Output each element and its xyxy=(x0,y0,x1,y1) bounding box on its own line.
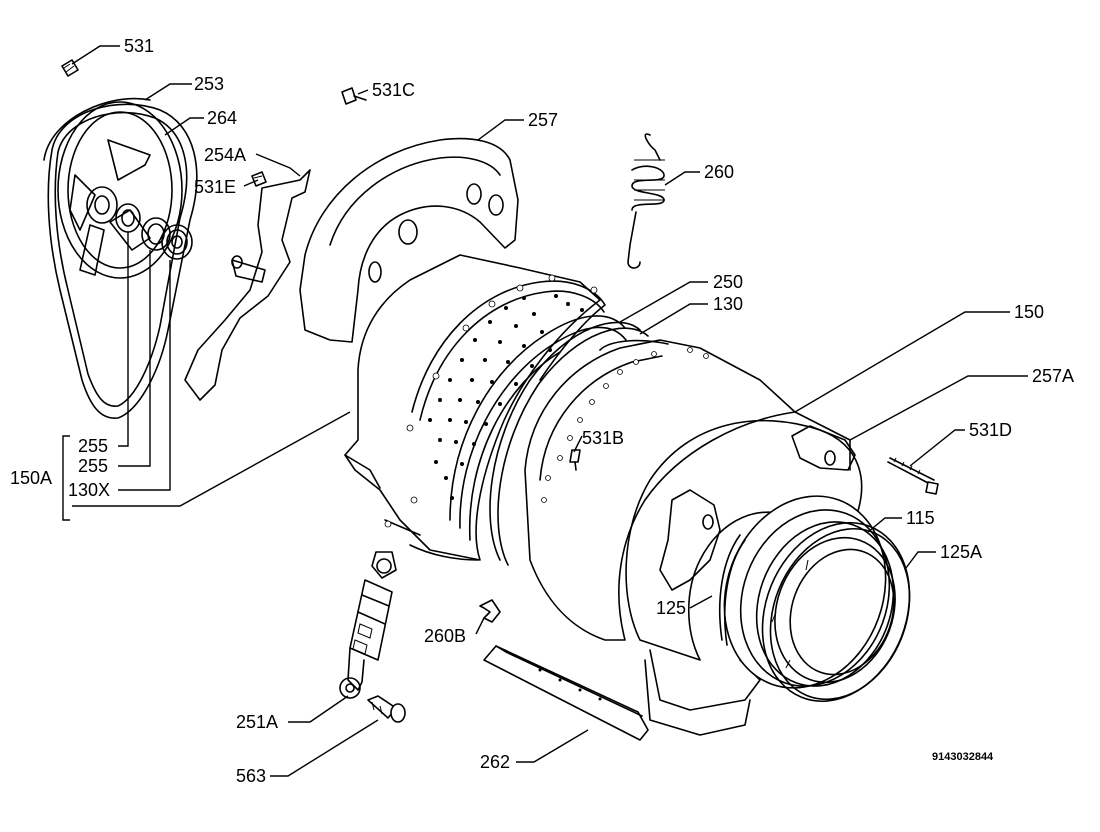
callout-130: 130 xyxy=(713,294,743,314)
counterweight-257 xyxy=(299,137,519,343)
callout-115: 115 xyxy=(906,508,935,528)
callout-531B: 531B xyxy=(582,428,624,448)
shock-absorber-251A xyxy=(339,551,397,699)
screw-531B xyxy=(569,449,581,471)
callout-264: 264 xyxy=(207,108,237,128)
callout-130X: 130X xyxy=(68,480,110,500)
callout-labels: 531 253 264 531C 257 254A 531E 260 250 1… xyxy=(10,36,1074,786)
callout-531: 531 xyxy=(124,36,154,56)
callout-262: 262 xyxy=(480,752,510,772)
callout-255-lower: 255 xyxy=(78,456,108,476)
rear-tub-250 xyxy=(344,254,627,561)
bearing-130X xyxy=(141,217,193,260)
screw-531D xyxy=(887,457,939,495)
screw-531E xyxy=(251,171,267,187)
rim-bolts xyxy=(384,274,598,528)
callout-531C: 531C xyxy=(372,80,415,100)
leader-lines xyxy=(71,45,1028,777)
callout-150A: 150A xyxy=(10,468,52,488)
bracket-262 xyxy=(483,645,649,741)
callout-257: 257 xyxy=(528,110,558,130)
callout-254A: 254A xyxy=(204,145,246,165)
door-clamp-125A xyxy=(761,521,911,703)
perforation-pattern xyxy=(428,294,584,500)
callout-260B: 260B xyxy=(424,626,466,646)
screw-531C xyxy=(341,87,367,105)
callout-531E: 531E xyxy=(194,177,236,197)
callout-125A: 125A xyxy=(940,542,982,562)
callout-150: 150 xyxy=(1014,302,1044,322)
callout-250: 250 xyxy=(713,272,743,292)
callout-257A: 257A xyxy=(1032,366,1074,386)
seal-ring-130 xyxy=(489,321,649,566)
drum-spider-254A xyxy=(184,169,311,401)
callout-563: 563 xyxy=(236,766,266,786)
group-bracket-150A xyxy=(62,435,70,521)
screw-531 xyxy=(61,59,79,77)
bolt-563 xyxy=(367,695,406,723)
drawing-number: 9143032844 xyxy=(932,751,994,763)
callout-251A: 251A xyxy=(236,712,278,732)
door-seal-115 xyxy=(723,495,896,689)
callout-260: 260 xyxy=(704,162,734,182)
callout-253: 253 xyxy=(194,74,224,94)
clip-260B xyxy=(479,599,501,623)
spring-260 xyxy=(627,133,665,269)
callout-255-upper: 255 xyxy=(78,436,108,456)
callout-531D: 531D xyxy=(969,420,1012,440)
callout-125: 125 xyxy=(656,598,686,618)
clamp-125 xyxy=(718,534,746,646)
